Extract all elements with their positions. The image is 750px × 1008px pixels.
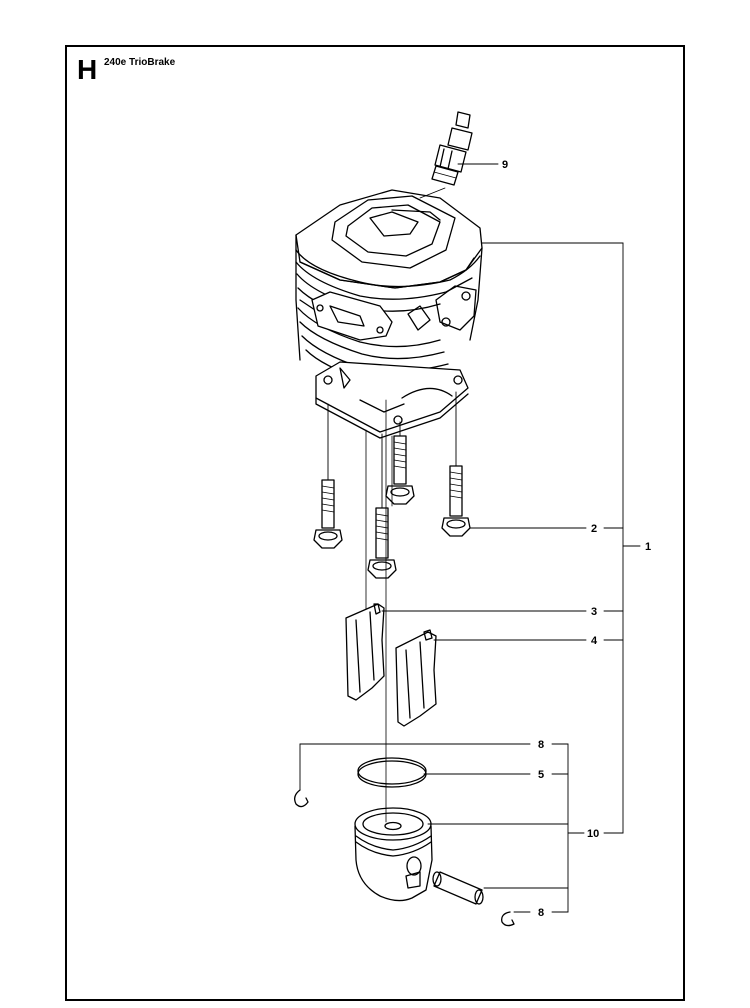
callout-10: 10 <box>587 828 599 840</box>
transfer-port-covers <box>345 603 437 727</box>
diagram-frame <box>65 45 685 1001</box>
callout-8-top: 8 <box>538 739 544 751</box>
callout-5: 5 <box>538 769 544 781</box>
callout-2: 2 <box>591 523 597 535</box>
piston-ring <box>357 757 427 788</box>
callout-3: 3 <box>591 606 597 618</box>
callout-1: 1 <box>645 541 651 553</box>
piston <box>354 807 433 902</box>
callout-4: 4 <box>591 635 598 647</box>
section-letter: H <box>77 54 98 85</box>
circlip-right <box>501 911 515 927</box>
callout-9: 9 <box>502 159 508 171</box>
cylinder <box>295 189 483 439</box>
callout-8-bottom: 8 <box>538 907 544 919</box>
piston-pin <box>432 871 484 905</box>
cylinder-bolts <box>313 391 471 613</box>
spark-plug <box>431 111 473 186</box>
circlip-left <box>294 789 309 808</box>
leader-lines <box>299 163 641 913</box>
model-title: 240e TrioBrake <box>104 57 176 68</box>
